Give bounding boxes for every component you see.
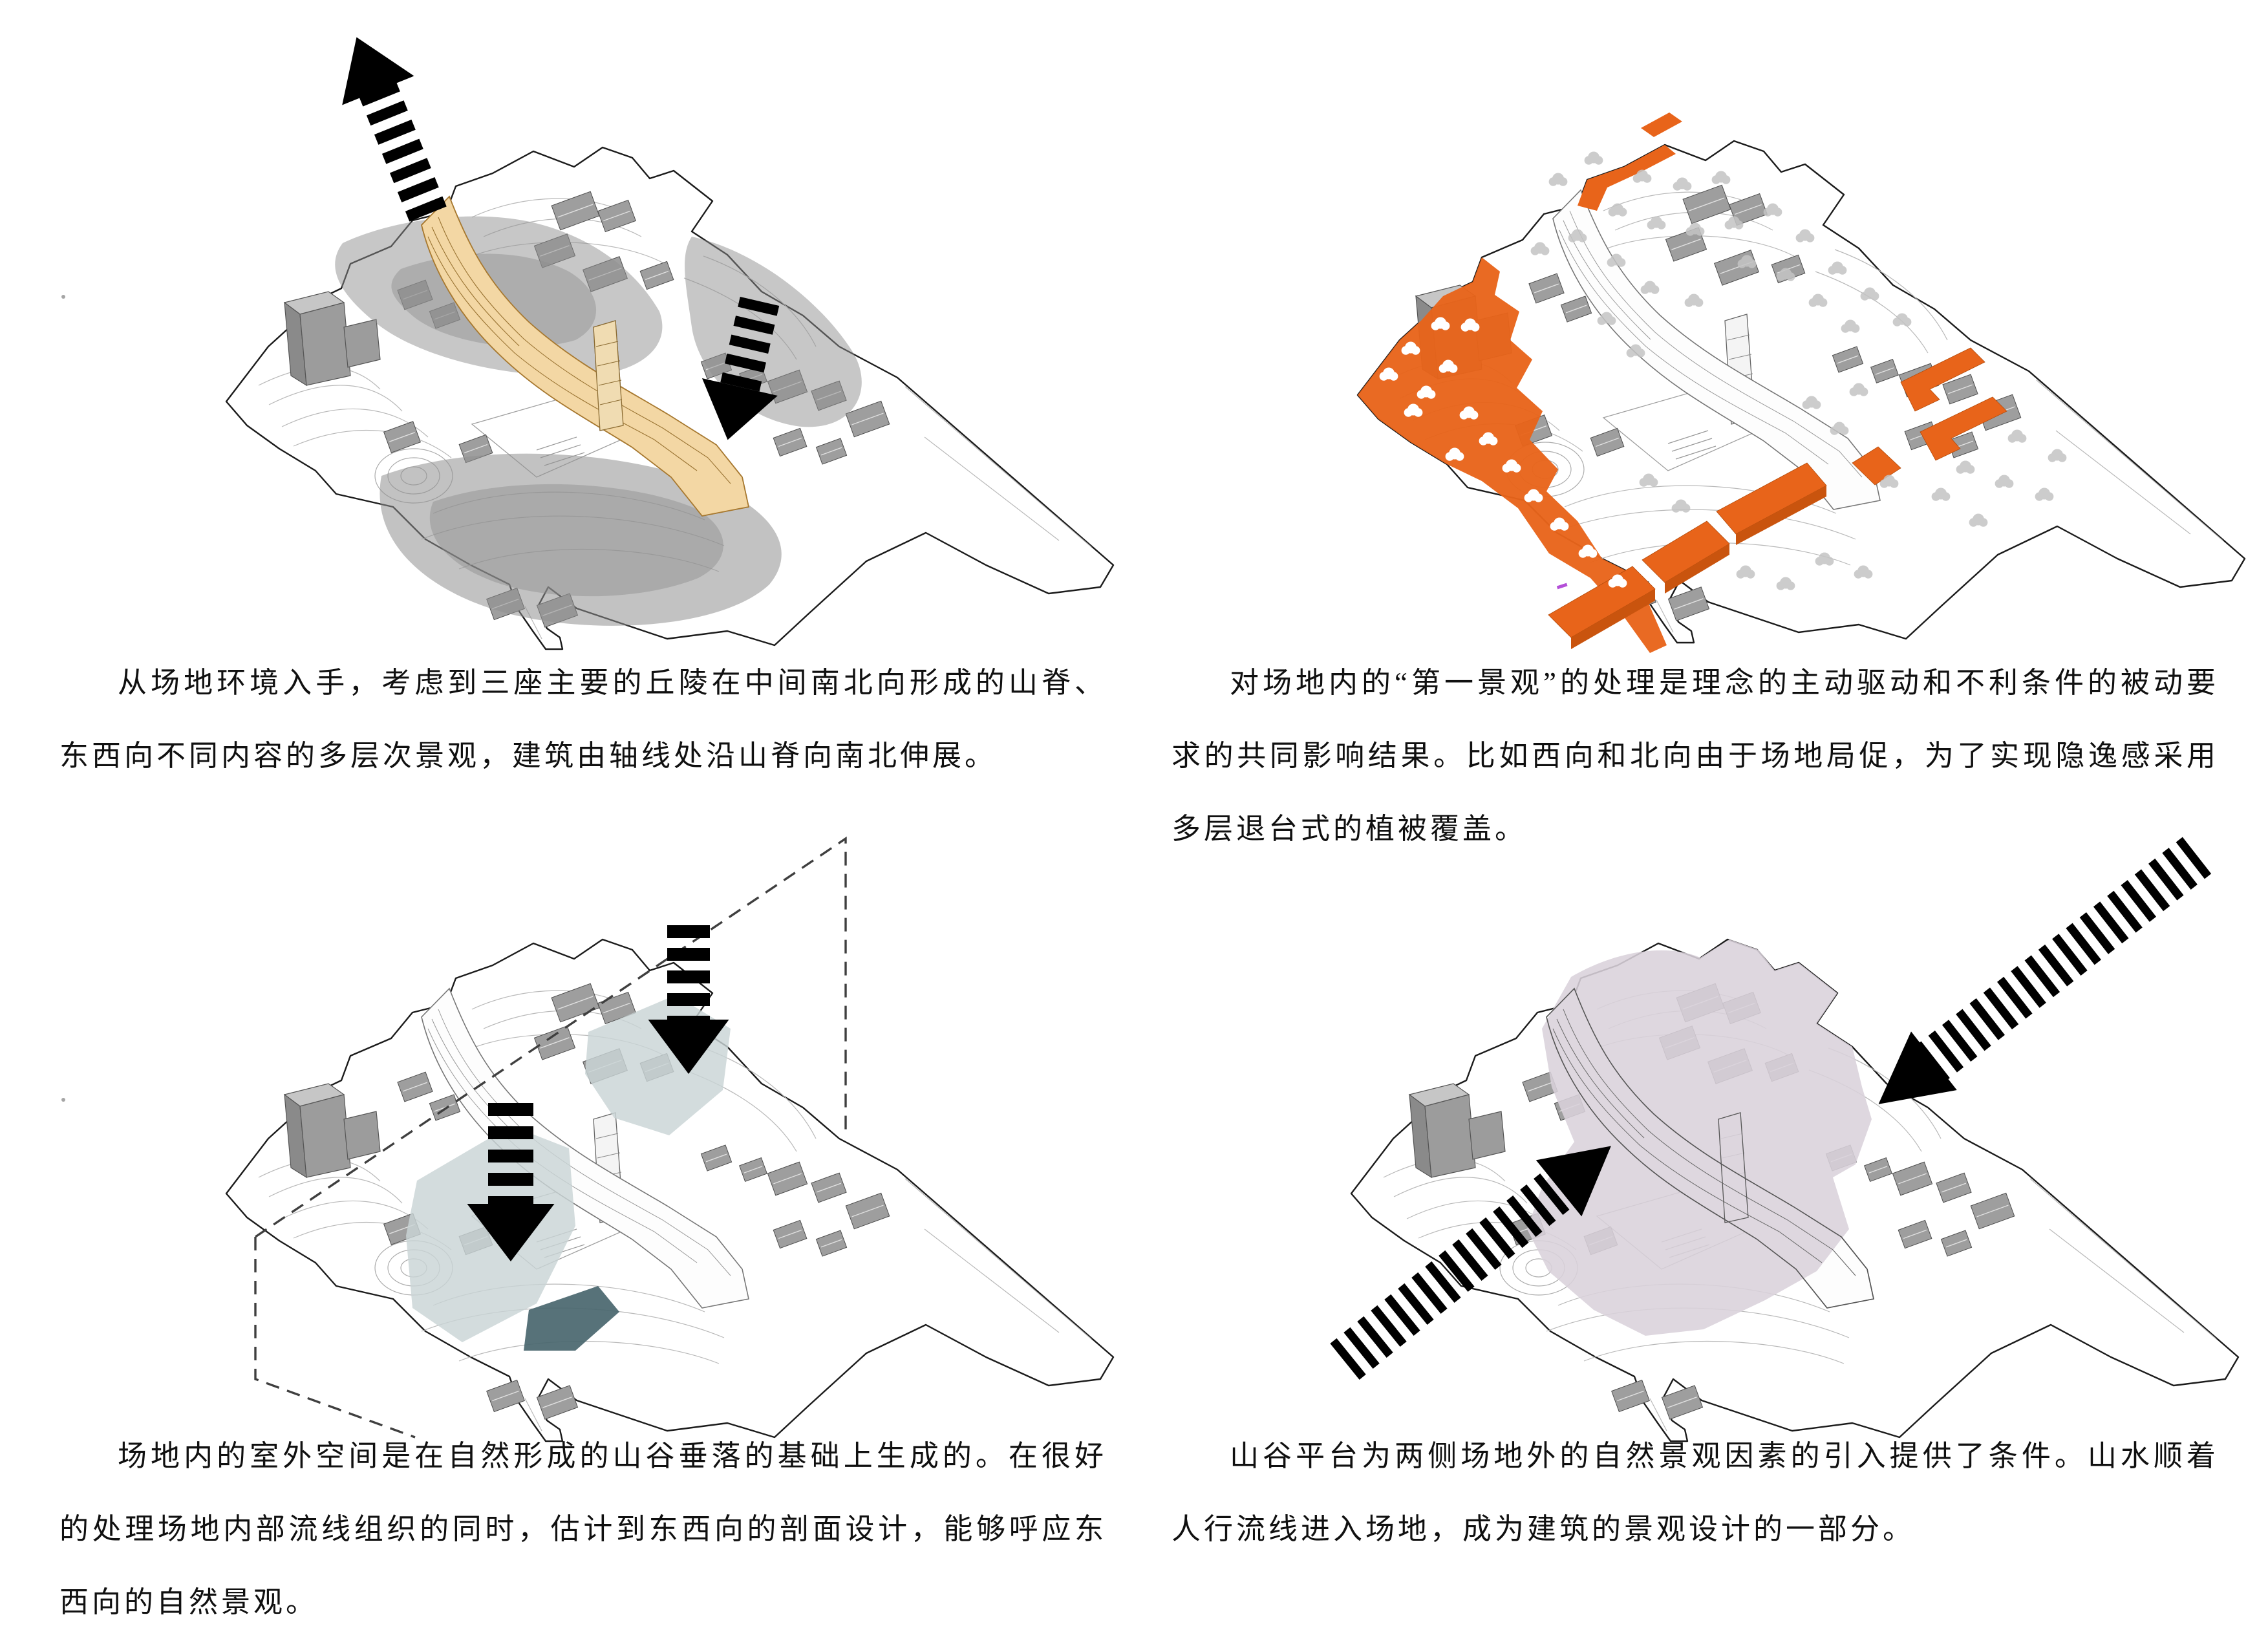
- ridge-axis-diagram: [123, 23, 1125, 670]
- northwest-building: [283, 1083, 381, 1179]
- striped-arrow-south: [701, 297, 780, 440]
- first-landscape-diagram: [1254, 17, 2256, 663]
- panel-first-landscape: [1254, 17, 2256, 663]
- valley-platform-axonometric: [1330, 837, 2240, 1442]
- valley-platform-diagram: [1248, 815, 2250, 1462]
- striped-arrow-inward-northeast: [1878, 837, 2212, 1104]
- caption-ridge-axis: 从场地环境入手，考虑到三座主要的丘陵在中间南北向形成的山脊、东西向不同内容的多层…: [59, 667, 1107, 772]
- white-trees: [1379, 317, 1627, 588]
- valley-sections-axonometric: [225, 836, 1115, 1442]
- presentation-sheet: { "page": {"background": "#ffffff", "lan…: [59, 17, 2256, 1618]
- gray-trees: [1530, 151, 2067, 590]
- panel-valley-platform: [1248, 815, 2250, 1462]
- northwest-building: [283, 291, 381, 387]
- stray-mark: [61, 1098, 65, 1102]
- caption-valley-platform: 山谷平台为两侧场地外的自然景观因素的引入提供了条件。山水顺着人行流线进入场地，成…: [1171, 1440, 2219, 1545]
- stray-mark: [61, 295, 65, 299]
- panel-valley-sections: [123, 815, 1125, 1462]
- striped-arrow-inward-southwest: [1330, 1146, 1611, 1380]
- first-landscape-axonometric: [1356, 112, 2246, 653]
- caption-first-landscape: 对场地内的“第一景观”的处理是理念的主动驱动和不利条件的被动要求的共同影响结果。…: [1171, 667, 2219, 845]
- valley-sections-diagram: [123, 815, 1125, 1462]
- tan-ridge-building: [421, 195, 750, 517]
- panel-ridge-axis: [123, 23, 1125, 670]
- dashed-section-plane: [254, 836, 847, 1439]
- ridge-axis-axonometric: [225, 37, 1115, 650]
- striped-arrow-down-east: [648, 925, 729, 1074]
- lavender-valley-highlight: [1527, 939, 1872, 1336]
- caption-valley-sections: 场地内的室外空间是在自然形成的山谷垂落的基础上生成的。在很好的处理场地内部流线组…: [59, 1440, 1107, 1618]
- striped-arrow-north: [342, 37, 447, 222]
- striped-arrow-down-west: [467, 1103, 555, 1261]
- northwest-building: [1408, 1083, 1506, 1179]
